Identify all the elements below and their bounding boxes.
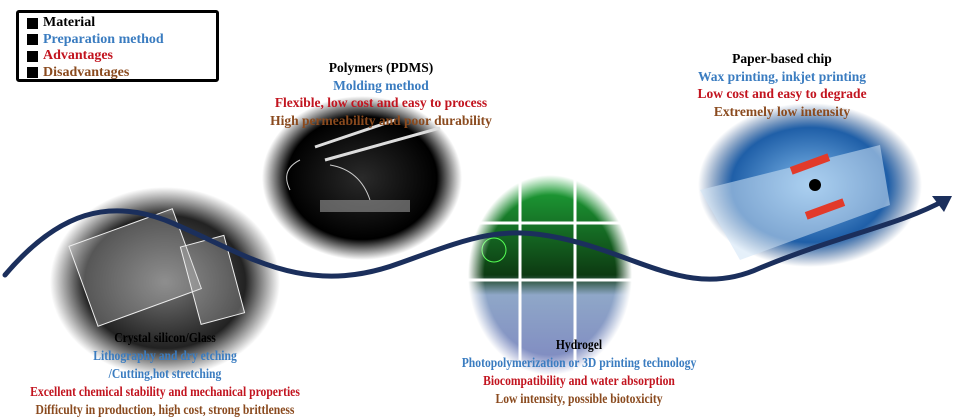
disadvantages-label: Difficulty in production, high cost, str…: [35, 402, 295, 417]
material-label: Polymers (PDMS): [328, 60, 434, 75]
material-label: Hydrogel: [555, 337, 603, 352]
legend-item-advantages: Advantages: [27, 48, 216, 65]
legend-item-preparation: Preparation method: [27, 32, 216, 49]
method-label: Wax printing, inkjet printing: [697, 68, 867, 84]
material-label: Paper-based chip: [732, 51, 832, 66]
disadvantages-label: Extremely low intensity: [713, 103, 851, 119]
glass-chip-image: [50, 187, 280, 377]
method-label: Lithography and dry etching: [93, 348, 237, 363]
pdms-block: Polymers (PDMS) Molding method Flexible,…: [270, 59, 492, 129]
pdms-chip-image: [262, 96, 462, 260]
method-label: Molding method: [333, 77, 429, 93]
disadvantages-label: High permeability and poor durability: [270, 112, 492, 128]
advantages-label: Excellent chemical stability and mechani…: [30, 384, 300, 399]
legend-item-material: Material: [27, 15, 216, 32]
arrowhead-icon: [932, 196, 952, 212]
legend-item-disadvantages: Disadvantages: [27, 65, 216, 82]
disadvantages-label: Low intensity, possible biotoxicity: [495, 391, 663, 406]
method-label-2: /Cutting,hot stretching: [108, 366, 222, 381]
wave-arrow: [2, 197, 948, 282]
advantages-label: Biocompatibility and water absorption: [483, 373, 675, 388]
method-label: Photopolymerization or 3D printing techn…: [461, 355, 697, 370]
hydrogel-block: Hydrogel Photopolymerization or 3D print…: [443, 336, 716, 408]
glass-block: Crystal silicon/Glass Lithography and dr…: [8, 329, 322, 418]
paper-chip-image: [698, 103, 922, 267]
material-label: Crystal silicon/Glass: [114, 330, 216, 345]
hydrogel-chip-image: [468, 175, 632, 375]
advantages-label: Low cost and easy to degrade: [697, 86, 867, 101]
legend: Material Preparation method Advantages D…: [16, 10, 219, 82]
advantages-label: Flexible, low cost and easy to process: [274, 95, 488, 110]
paper-block: Paper-based chip Wax printing, inkjet pr…: [697, 50, 866, 120]
